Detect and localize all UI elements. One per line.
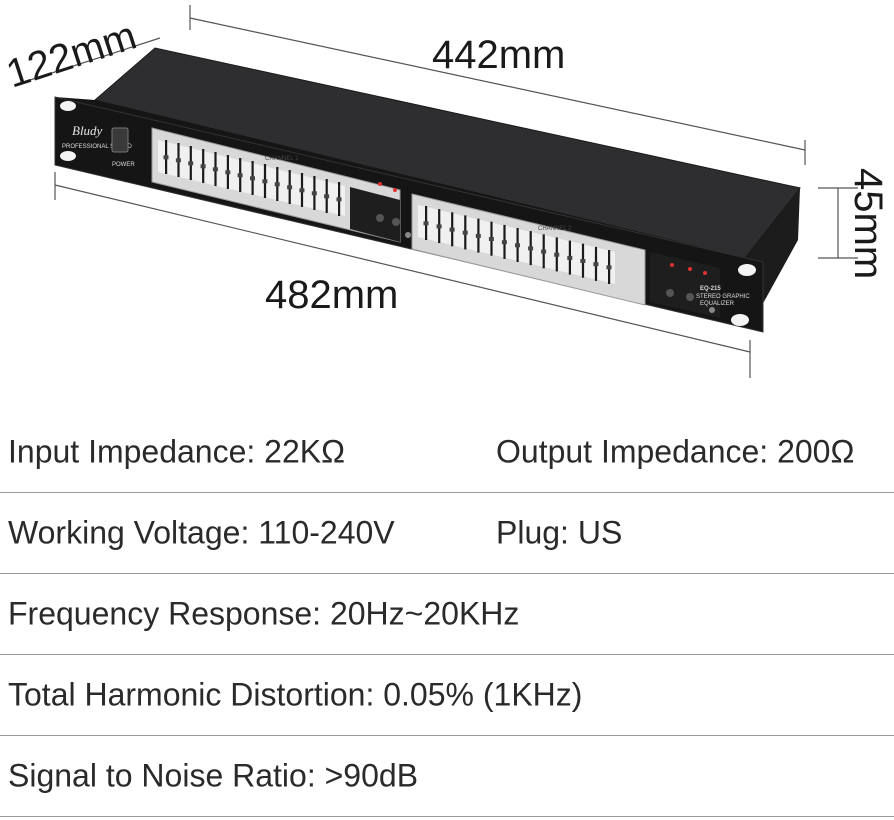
fader-knob[interactable] bbox=[515, 243, 520, 248]
fader-knob[interactable] bbox=[580, 259, 586, 263]
device-top-panel bbox=[95, 48, 800, 258]
fader-knob[interactable] bbox=[311, 191, 317, 196]
knob[interactable] bbox=[392, 218, 400, 226]
spec-output-impedance: Output Impedance: 200Ω bbox=[496, 433, 855, 470]
spec-row: Input Impedance: 22KΩ Output Impedance: … bbox=[0, 412, 894, 493]
led-indicator bbox=[378, 182, 382, 186]
fader-knob[interactable] bbox=[262, 179, 268, 184]
spec-row: Total Harmonic Distortion: 0.05% (1KHz) bbox=[0, 655, 894, 736]
channel-2-sliders[interactable] bbox=[423, 206, 612, 284]
power-label: POWER bbox=[112, 162, 135, 168]
fader-knob[interactable] bbox=[274, 182, 280, 187]
svg-text:EQ-215: EQ-215 bbox=[700, 286, 721, 292]
fader-knob[interactable] bbox=[188, 161, 194, 166]
fader-knob[interactable] bbox=[528, 246, 534, 251]
fader-knob[interactable] bbox=[436, 224, 442, 229]
knob[interactable] bbox=[376, 214, 384, 222]
fader-knob[interactable] bbox=[554, 252, 560, 257]
fader-knob[interactable] bbox=[423, 221, 429, 226]
fader-knob[interactable] bbox=[541, 249, 547, 254]
fader-knob[interactable] bbox=[606, 265, 612, 270]
spec-plug: Plug: US bbox=[496, 514, 623, 551]
rack-hole-icon bbox=[731, 314, 749, 326]
fader-knob[interactable] bbox=[488, 237, 494, 241]
width-top-label: 442mm bbox=[432, 33, 565, 77]
spec-input-impedance: Input Impedance: 22KΩ bbox=[8, 433, 346, 470]
rack-hole-icon bbox=[60, 151, 76, 161]
svg-text:CHANNEL 2: CHANNEL 2 bbox=[538, 226, 572, 232]
fader-knob[interactable] bbox=[324, 194, 330, 199]
width-bottom-dimension-line bbox=[54, 184, 751, 353]
fader-knob[interactable] bbox=[175, 158, 181, 163]
svg-text:PROFESSIONAL SOUND: PROFESSIONAL SOUND bbox=[62, 144, 132, 150]
spec-thd: Total Harmonic Distortion: 0.05% (1KHz) bbox=[8, 676, 583, 713]
fader-knob[interactable] bbox=[449, 227, 455, 232]
fader-knob[interactable] bbox=[200, 164, 206, 169]
knob[interactable] bbox=[666, 289, 674, 297]
fader-knob[interactable] bbox=[287, 185, 293, 190]
spec-row: Frequency Response: 20Hz~20KHz bbox=[0, 574, 894, 655]
fader-knob[interactable] bbox=[475, 233, 481, 238]
fader-knob[interactable] bbox=[567, 255, 573, 260]
fader-knob[interactable] bbox=[501, 240, 507, 245]
width-top-dimension-line bbox=[189, 17, 806, 151]
rack-hole-icon bbox=[738, 264, 756, 276]
fader-knob[interactable] bbox=[225, 170, 231, 175]
height-label: 45mm bbox=[846, 168, 890, 279]
channel-1-sliders[interactable] bbox=[163, 140, 342, 216]
fader-knob[interactable] bbox=[237, 173, 243, 178]
fader-knob[interactable] bbox=[299, 188, 305, 193]
fader-knob[interactable] bbox=[163, 155, 169, 160]
led-indicator bbox=[670, 263, 674, 267]
product-illustration: Bludy PROFESSIONAL SOUND POWER CHANNEL 1… bbox=[1, 5, 890, 378]
fader-knob[interactable] bbox=[250, 176, 255, 181]
fader-knob[interactable] bbox=[593, 262, 599, 267]
knob[interactable] bbox=[686, 293, 694, 301]
fader-knob[interactable] bbox=[336, 197, 342, 202]
led-indicator bbox=[393, 188, 397, 192]
rack-hole-icon bbox=[60, 101, 76, 111]
brand-logo: Bludy bbox=[72, 123, 103, 138]
fader-knob[interactable] bbox=[462, 230, 468, 235]
led-indicator bbox=[703, 271, 707, 275]
fader-knob[interactable] bbox=[212, 167, 218, 172]
spec-working-voltage: Working Voltage: 110-240V bbox=[8, 514, 395, 551]
svg-text:STEREO GRAPHIC: STEREO GRAPHIC bbox=[696, 294, 750, 300]
power-switch[interactable] bbox=[111, 127, 129, 153]
width-bottom-label: 482mm bbox=[265, 273, 398, 317]
spec-row: Signal to Noise Ratio: >90dB bbox=[0, 736, 894, 817]
spec-frequency-response: Frequency Response: 20Hz~20KHz bbox=[8, 595, 520, 632]
svg-text:EQUALIZER: EQUALIZER bbox=[700, 301, 735, 307]
spec-row: Working Voltage: 110-240V Plug: US bbox=[0, 493, 894, 574]
depth-dimension-line bbox=[29, 37, 161, 81]
spec-snr: Signal to Noise Ratio: >90dB bbox=[8, 757, 419, 794]
svg-text:CHANNEL 1: CHANNEL 1 bbox=[265, 156, 299, 162]
led-indicator bbox=[688, 267, 692, 271]
